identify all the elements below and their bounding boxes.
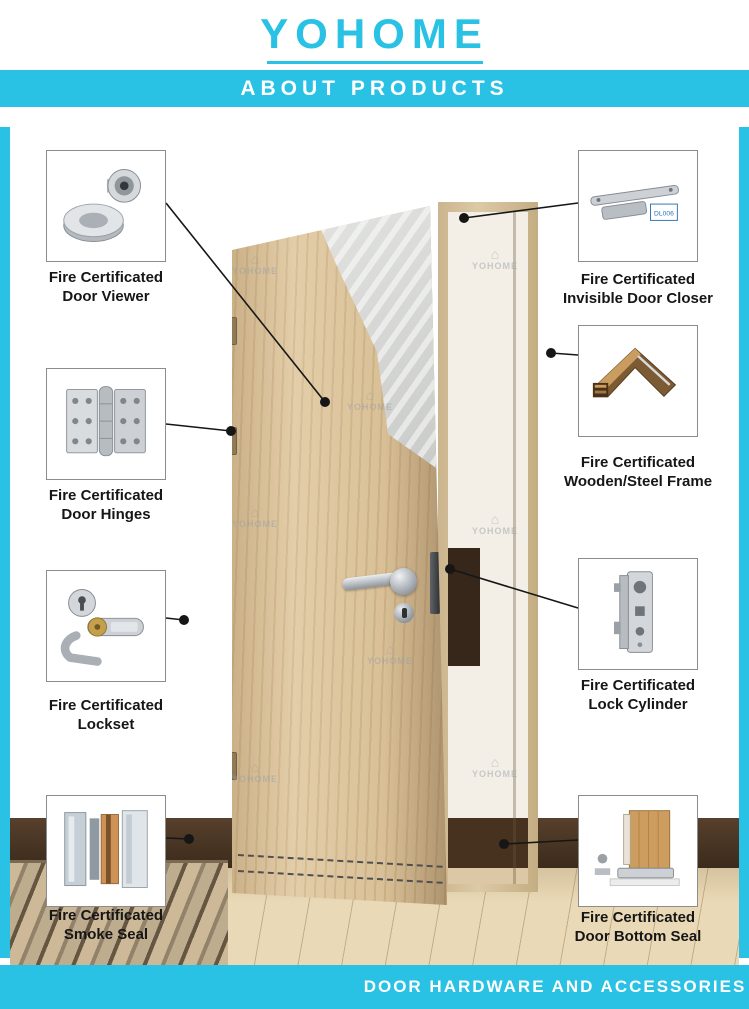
label-line1: Fire Certificated [580,271,696,288]
bottom-banner-title: DOOR HARDWARE AND ACCESSORIES [363,977,747,996]
door-viewer-image [63,169,142,242]
label-line2: Lock Cylinder [588,696,688,714]
label-line2: Invisible Door Closer [562,290,714,308]
callout-label-lockset: Fire Certificated Lockset [16,696,196,734]
edge-lock-plate [430,552,440,614]
callout-box-frame [578,325,698,437]
callout-box-door-closer: DL006 [578,150,698,262]
label-line1: Fire Certificated [580,454,696,471]
callout-label-door-closer: Fire Certificated Invisible Door Closer [548,270,728,308]
connector-door-hinges [165,423,232,432]
house-icon: ⌂ [365,387,375,403]
hinge [232,427,237,455]
bottom-banner: DOOR HARDWARE AND ACCESSORIES [0,965,749,1009]
label-line1: Fire Certificated [48,907,164,924]
house-icon: ⌂ [385,641,395,657]
smoke-seal-line [237,854,443,868]
opening-floor [448,868,528,884]
closer-part-label: DL006 [654,211,674,218]
cylinder-escutcheon [394,603,414,623]
door-bottom-seal-image [594,810,680,887]
door-panel [232,206,447,905]
callout-box-lock-cylinder [578,558,698,670]
callout-label-door-viewer: Fire Certificated Door Viewer [16,268,196,306]
label-line2: Smoke Seal [63,926,149,944]
label-line2: Door Hinges [61,506,151,524]
lockset-image [60,589,144,666]
label-line1: Fire Certificated [580,677,696,694]
connector-dot [179,615,189,625]
house-icon: ⌂ [490,754,500,770]
house-icon: ⌂ [490,511,500,527]
label-line2: Wooden/Steel Frame [563,473,713,491]
brand-logo: YOHOME [260,10,489,57]
callout-box-bottom-seal [578,795,698,907]
left-accent-strip [0,127,10,958]
top-banner-title: ABOUT PRODUCTS [240,76,509,100]
watermark: ⌂YOHOME [346,387,393,412]
callout-label-door-hinges: Fire Certificated Door Hinges [16,486,196,524]
house-icon: ⌂ [250,251,260,267]
callout-box-door-hinges [46,368,166,480]
handle-rose [390,568,417,595]
watermark: ⌂YOHOME [366,641,413,666]
house-icon: ⌂ [250,759,260,775]
smoke-seal-image [64,810,148,888]
watermark: ⌂YOHOME [231,251,278,276]
door-opening [448,212,528,884]
callout-box-lockset [46,570,166,682]
watermark: ⌂YOHOME [231,759,278,784]
watermark: ⌂YOHOME [471,754,518,779]
keyhole [401,608,407,618]
logo-underline [266,61,483,64]
callout-label-bottom-seal: Fire Certificated Door Bottom Seal [548,908,728,946]
hinge [232,317,237,345]
house-icon: ⌂ [250,504,260,520]
opening-shadow [448,548,480,666]
label-line2: Door Bottom Seal [574,928,702,946]
label-line2: Door Viewer [62,288,150,306]
marble-inlay [316,206,439,470]
label-line1: Fire Certificated [48,487,164,504]
door-frame [438,202,538,892]
callout-label-lock-cylinder: Fire Certificated Lock Cylinder [548,676,728,714]
wooden-steel-frame-image [592,347,677,398]
watermark: ⌂YOHOME [231,504,278,529]
callout-box-smoke-seal [46,795,166,907]
callout-label-smoke-seal: Fire Certificated Smoke Seal [16,906,196,944]
label-line1: Fire Certificated [48,269,164,286]
callout-box-door-viewer [46,150,166,262]
right-accent-strip [739,127,749,958]
hinge [232,752,237,780]
label-line1: Fire Certificated [580,909,696,926]
door-stop-line [513,212,516,884]
door-hinges-image [66,386,146,457]
connector-dot [546,348,556,358]
watermark: ⌂YOHOME [471,511,518,536]
label-line2: Lockset [77,716,135,734]
smoke-seal-line [237,870,443,884]
invisible-door-closer-image: DL006 [590,184,679,221]
top-banner: ABOUT PRODUCTS [0,70,749,107]
label-line1: Fire Certificated [48,697,164,714]
opening-baseboard [448,818,528,868]
watermark: ⌂YOHOME [471,246,518,271]
connector-lockset [165,617,185,621]
callout-label-frame: Fire Certificated Wooden/Steel Frame [548,453,728,491]
lock-cylinder-image [614,571,653,653]
connector-frame [550,352,579,356]
header: YOHOME [0,10,749,64]
house-icon: ⌂ [490,246,500,262]
